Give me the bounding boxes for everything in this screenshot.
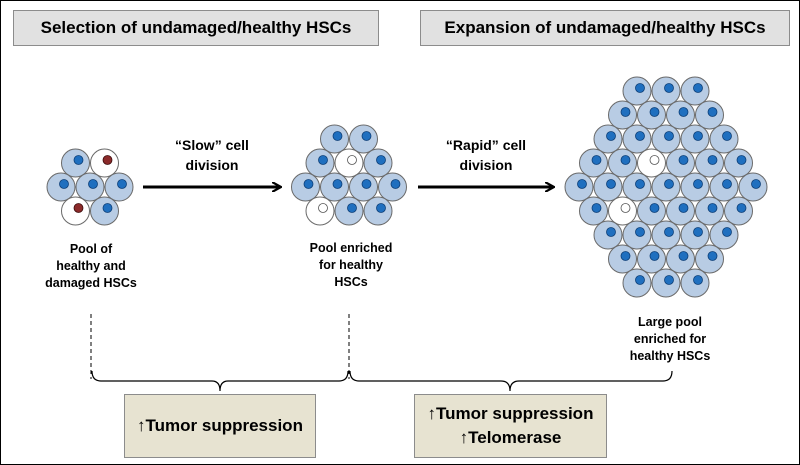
cell-nucleus	[664, 83, 674, 93]
cell-nucleus	[117, 179, 127, 189]
caption-pool-large-line1: Large pool	[638, 315, 702, 329]
cell-nucleus	[649, 203, 660, 213]
cell-nucleus	[620, 155, 631, 165]
cell-nucleus	[678, 107, 689, 117]
cell-cluster-mixed	[46, 148, 134, 226]
outcome-tumor-suppression: ↑Tumor suppression	[427, 404, 594, 423]
caption-pool-mixed-line1: Pool of	[69, 242, 113, 256]
cell-nucleus	[664, 131, 674, 141]
cell-nucleus	[332, 131, 343, 141]
cell-nucleus	[347, 155, 357, 165]
cell-nucleus	[722, 179, 732, 189]
caption-pool-large: Large pool enriched for healthy HSCs	[605, 314, 735, 365]
cell-nucleus	[73, 203, 84, 213]
cell-nucleus	[693, 83, 703, 93]
bracket-right	[349, 370, 673, 392]
cell-nucleus	[361, 179, 372, 189]
label-slow-line1: “Slow” cell	[175, 137, 249, 153]
cell-nucleus	[736, 203, 747, 213]
cell-nucleus	[303, 179, 314, 189]
cell-nucleus	[693, 275, 703, 285]
cell-nucleus	[88, 179, 98, 189]
cell-nucleus	[577, 179, 587, 189]
caption-pool-mixed: Pool of healthy and damaged HSCs	[31, 241, 151, 292]
header-expansion: Expansion of undamaged/healthy HSCs	[420, 10, 790, 46]
cell-nucleus	[678, 251, 689, 261]
bracket-left	[91, 370, 349, 392]
cell-nucleus	[318, 203, 328, 213]
cell-nucleus	[591, 155, 602, 165]
cell-nucleus	[620, 107, 631, 117]
cell-nucleus	[678, 203, 689, 213]
cell-nucleus	[635, 179, 645, 189]
cell-nucleus	[102, 203, 113, 213]
outcome-tumor-suppression: ↑Tumor suppression	[137, 416, 303, 435]
caption-pool-enriched-line1: Pool enriched	[309, 241, 393, 255]
label-slow-division: “Slow” cell division	[147, 135, 277, 175]
caption-pool-enriched: Pool enriched for healthy HSCs	[291, 240, 411, 291]
cell-nucleus	[751, 179, 761, 189]
caption-pool-large-line3: healthy HSCs	[629, 349, 711, 363]
cell-nucleus	[635, 227, 645, 237]
cell-nucleus	[606, 179, 616, 189]
cell-nucleus	[318, 155, 328, 165]
caption-pool-mixed-line2: healthy and	[56, 259, 126, 273]
caption-pool-enriched-line3: HSCs	[334, 275, 368, 289]
label-slow-line2: division	[185, 157, 239, 173]
cell-nucleus	[591, 203, 602, 213]
cell-nucleus	[620, 251, 631, 261]
outcome-box-selection: ↑Tumor suppression	[124, 394, 316, 458]
cell-nucleus	[678, 155, 689, 165]
cell-nucleus	[707, 203, 718, 213]
cell-nucleus	[707, 107, 718, 117]
cell-nucleus	[693, 227, 703, 237]
header-selection: Selection of undamaged/healthy HSCs	[13, 10, 379, 46]
label-rapid-line1: “Rapid” cell	[445, 137, 527, 153]
cell-nucleus	[102, 155, 113, 165]
cell-nucleus	[722, 227, 732, 237]
cell-nucleus	[376, 203, 386, 213]
caption-pool-large-line2: enriched for	[633, 332, 707, 346]
cell-nucleus	[664, 227, 674, 237]
cell-nucleus	[707, 251, 718, 261]
cell-nucleus	[649, 251, 660, 261]
cell-nucleus	[693, 179, 703, 189]
cell-nucleus	[390, 179, 401, 189]
outcome-telomerase: ↑Telomerase	[459, 428, 562, 447]
label-rapid-line2: division	[459, 157, 513, 173]
cell-nucleus	[736, 155, 747, 165]
cell-nucleus	[664, 179, 674, 189]
cell-nucleus	[332, 179, 343, 189]
cell-nucleus	[606, 131, 616, 141]
cell-nucleus	[606, 227, 616, 237]
cell-nucleus	[376, 155, 386, 165]
caption-pool-enriched-line2: for healthy	[319, 258, 383, 272]
cell-cluster-large	[564, 76, 768, 298]
outcome-box-expansion: ↑Tumor suppression ↑Telomerase	[414, 394, 607, 458]
cell-nucleus	[347, 203, 357, 213]
label-rapid-division: “Rapid” cell division	[421, 135, 551, 175]
cell-nucleus	[649, 155, 660, 165]
cell-nucleus	[620, 203, 631, 213]
cell-nucleus	[664, 275, 674, 285]
cell-nucleus	[59, 179, 69, 189]
cell-nucleus	[635, 83, 645, 93]
cell-nucleus	[635, 275, 645, 285]
cell-nucleus	[722, 131, 732, 141]
cell-nucleus	[649, 107, 660, 117]
cell-cluster-enriched	[291, 124, 407, 226]
cell-nucleus	[635, 131, 645, 141]
caption-pool-mixed-line3: damaged HSCs	[45, 276, 137, 290]
cell-nucleus	[361, 131, 372, 141]
cell-nucleus	[73, 155, 84, 165]
cell-nucleus	[693, 131, 703, 141]
cell-nucleus	[707, 155, 718, 165]
